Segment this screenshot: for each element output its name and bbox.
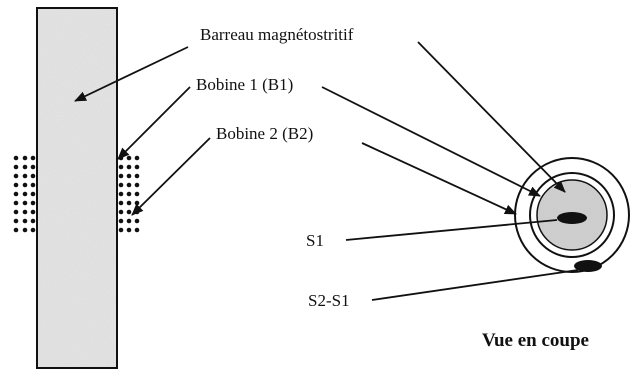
- s1-mark: [557, 212, 587, 224]
- arrow-b2-to-side: [131, 137, 211, 216]
- arrow-bar-to-side: [74, 46, 189, 102]
- coil-windings-left: [13, 155, 36, 233]
- label-s2-s1: S2-S1: [308, 291, 350, 310]
- arrow-b1-to-side: [117, 86, 191, 160]
- coil-windings-right: [118, 155, 140, 233]
- leader-arrows: [74, 41, 579, 301]
- label-s1: S1: [306, 231, 324, 250]
- s2-s1-leader: [371, 269, 579, 301]
- s1-leader: [345, 219, 558, 241]
- arrow-bar-to-section: [417, 41, 566, 193]
- label-bobine-1: Bobine 1 (B1): [196, 75, 294, 94]
- arrow-b1-to-section: [321, 86, 541, 197]
- magnetostrictive-bar: [36, 7, 118, 369]
- label-vue-en-coupe: Vue en coupe: [482, 330, 589, 351]
- cross-section: [514, 157, 630, 273]
- label-barreau: Barreau magnétostritif: [200, 25, 354, 44]
- s2-s1-mark: [574, 260, 602, 272]
- arrow-b2-to-section: [361, 142, 517, 215]
- label-bobine-2: Bobine 2 (B2): [216, 124, 314, 143]
